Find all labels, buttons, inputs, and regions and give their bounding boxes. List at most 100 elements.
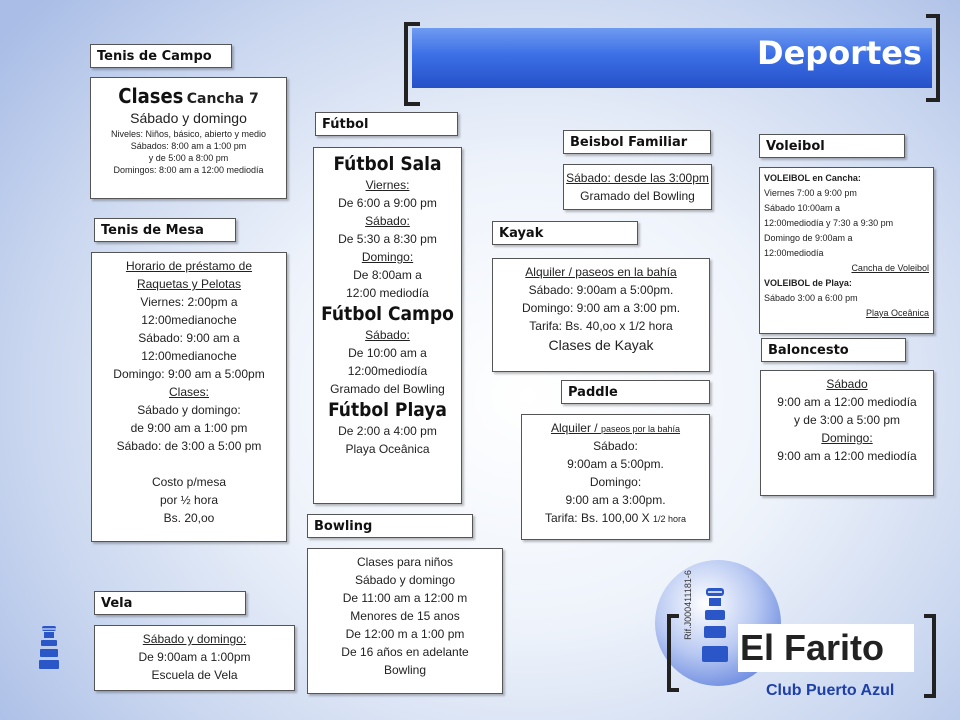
voleibol-line: Sábado 10:00am a xyxy=(764,203,841,213)
bowling-line: Bowling xyxy=(383,663,427,677)
tenis-mesa-line xyxy=(92,455,286,473)
logo-name: El Farito xyxy=(740,627,885,668)
vela-line: Sábado y domingo: xyxy=(142,632,247,646)
baloncesto-line: y de 3:00 a 5:00 pm xyxy=(793,413,901,427)
futbol-sala-line: Viernes: xyxy=(365,178,410,192)
tenis-mesa-line: Sábado: 9:00 am a xyxy=(138,331,240,345)
title-bracket-left xyxy=(404,22,420,106)
lighthouse-icon xyxy=(36,624,62,672)
paddle-line: paseos por la bahía xyxy=(600,424,681,434)
box-futbol: Fútbol Sala Viernes: De 6:00 a 9:00 pm S… xyxy=(313,147,462,504)
futbol-sala-line: Sábado: xyxy=(365,214,410,228)
header-vela: Vela xyxy=(94,591,246,615)
tenis-campo-subtitle: Cancha 7 xyxy=(186,91,259,107)
bowling-line: Clases para niños xyxy=(356,555,454,569)
header-beisbol: Beisbol Familiar xyxy=(563,130,711,154)
futbol-sala-line: Domingo: xyxy=(361,250,414,264)
tenis-mesa-line: Clases: xyxy=(168,385,209,399)
tenis-mesa-line: 12:00medianoche xyxy=(141,313,237,327)
vela-line: Escuela de Vela xyxy=(151,668,238,682)
voleibol-line: 12:00mediodía y 7:30 a 9:30 pm xyxy=(764,218,894,228)
tenis-mesa-line: Sábado y domingo: xyxy=(137,403,241,417)
paddle-line: Sábado: xyxy=(593,439,638,453)
tenis-campo-line: Sábado y domingo xyxy=(130,110,247,126)
header-tenis-campo: Tenis de Campo xyxy=(90,44,232,68)
futbol-sala-line: 12:00 mediodía xyxy=(346,286,429,300)
voleibol-line: Sábado 3:00 a 6:00 pm xyxy=(764,293,858,303)
baloncesto-line: 9:00 am a 12:00 mediodía xyxy=(777,395,917,409)
futbol-campo-line: Sábado: xyxy=(365,328,410,342)
header-tenis-mesa: Tenis de Mesa xyxy=(94,218,236,242)
paddle-line: Domingo: xyxy=(589,475,642,489)
kayak-line: Tarifa: Bs. 40,oo x 1/2 hora xyxy=(529,319,673,333)
kayak-line: Clases de Kayak xyxy=(548,337,654,353)
voleibol-line: 12:00mediodía xyxy=(764,248,824,258)
tenis-mesa-line: 12:00medianoche xyxy=(141,349,237,363)
futbol-campo-line: De 10:00 am a xyxy=(348,346,427,360)
bowling-line: Sábado y domingo xyxy=(354,573,456,587)
voleibol-line: Viernes 7:00 a 9:00 pm xyxy=(764,188,857,198)
baloncesto-line: 9:00 am a 12:00 mediodía xyxy=(777,449,917,463)
futbol-playa-title: Fútbol Playa xyxy=(328,399,447,421)
voleibol-line: VOLEIBOL en Cancha: xyxy=(764,173,861,183)
futbol-campo-line: 12:00mediodía xyxy=(347,364,428,378)
tenis-mesa-line: Viernes: 2:00pm a xyxy=(140,295,238,309)
futbol-sala-title: Fútbol Sala xyxy=(333,153,442,175)
header-voleibol: Voleibol xyxy=(759,134,905,158)
tenis-campo-small: y de 5:00 a 8:00 pm xyxy=(148,153,229,163)
page-title: Deportes xyxy=(757,34,922,72)
futbol-playa-line: De 2:00 a 4:00 pm xyxy=(338,424,437,438)
title-bracket-right xyxy=(926,14,940,102)
logo-bracket-left xyxy=(667,614,679,692)
bowling-line: De 11:00 am a 12:00 m xyxy=(342,591,468,605)
tenis-campo-title: Clases xyxy=(118,84,184,108)
bowling-line: De 12:00 m a 1:00 pm xyxy=(345,627,465,641)
header-futbol: Fútbol xyxy=(315,112,458,136)
paddle-line: 1/2 hora xyxy=(653,514,687,524)
tenis-mesa-line: de 9:00 am a 1:00 pm xyxy=(130,421,248,435)
voleibol-line: Playa Oceânica xyxy=(865,308,929,318)
box-kayak: Alquiler / paseos en la bahía Sábado: 9:… xyxy=(492,258,710,372)
paddle-line-1: Alquiler / paseos por la bahía xyxy=(522,419,709,437)
vela-line: De 9:00am a 1:00pm xyxy=(138,650,251,664)
beisbol-line: Sábado: desde las 3:00pm xyxy=(566,171,709,185)
tenis-mesa-line: Costo p/mesa xyxy=(151,475,227,489)
kayak-line: Sábado: 9:00am a 5:00pm. xyxy=(528,283,674,297)
tenis-campo-small: Niveles: Niños, básico, abierto y medio xyxy=(110,129,267,139)
tenis-campo-small: Sábados: 8:00 am a 1:00 pm xyxy=(130,141,247,151)
box-baloncesto: Sábado 9:00 am a 12:00 mediodía y de 3:0… xyxy=(760,370,934,496)
tenis-campo-small: Domingos: 8:00 am a 12:00 mediodía xyxy=(113,165,264,175)
header-baloncesto: Baloncesto xyxy=(761,338,906,362)
baloncesto-line: Sábado xyxy=(826,377,868,391)
tenis-mesa-line: por ½ hora xyxy=(159,493,219,507)
title-banner: Deportes xyxy=(412,28,932,88)
futbol-playa-line: Playa Oceânica xyxy=(345,442,430,456)
logo-name-panel xyxy=(738,624,914,672)
header-paddle: Paddle xyxy=(561,380,710,404)
box-tenis-mesa: Horario de préstamo de Raquetas y Pelota… xyxy=(91,252,287,542)
box-bowling: Clases para niños Sábado y domingo De 11… xyxy=(307,548,503,694)
paddle-line: Tarifa: Bs. 100,00 X xyxy=(544,511,654,525)
voleibol-line: Domingo de 9:00am a xyxy=(764,233,853,243)
futbol-sala-line: De 6:00 a 9:00 pm xyxy=(338,196,437,210)
logo-subtitle: Club Puerto Azul xyxy=(766,682,895,699)
bowling-line: Menores de 15 anos xyxy=(350,609,460,623)
kayak-line: Domingo: 9:00 am a 3:00 pm. xyxy=(521,301,681,315)
tenis-mesa-line: Horario de préstamo de xyxy=(125,259,253,273)
header-bowling: Bowling xyxy=(307,514,473,538)
paddle-line: 9:00 am a 3:00pm. xyxy=(565,493,666,507)
baloncesto-line: Domingo: xyxy=(821,431,873,445)
paddle-tarifa: Tarifa: Bs. 100,00 X 1/2 hora xyxy=(522,509,709,527)
voleibol-line: Cancha de Voleibol xyxy=(851,263,929,273)
logo-bracket-right xyxy=(924,614,936,698)
box-voleibol: VOLEIBOL en Cancha: Viernes 7:00 a 9:00 … xyxy=(759,167,934,334)
box-tenis-campo: Clases Cancha 7 Sábado y domingo Niveles… xyxy=(90,77,287,199)
rif-text: Rif.J000411181-6 xyxy=(683,570,693,640)
paddle-line: 9:00am a 5:00pm. xyxy=(567,457,664,471)
tenis-mesa-line: Domingo: 9:00 am a 5:00pm xyxy=(113,367,265,381)
futbol-campo-title: Fútbol Campo xyxy=(321,303,454,325)
tenis-mesa-line: Raquetas y Pelotas xyxy=(136,277,242,291)
tenis-mesa-line: Sábado: de 3:00 a 5:00 pm xyxy=(116,439,262,453)
beisbol-line: Gramado del Bowling xyxy=(580,189,695,203)
header-kayak: Kayak xyxy=(492,221,638,245)
